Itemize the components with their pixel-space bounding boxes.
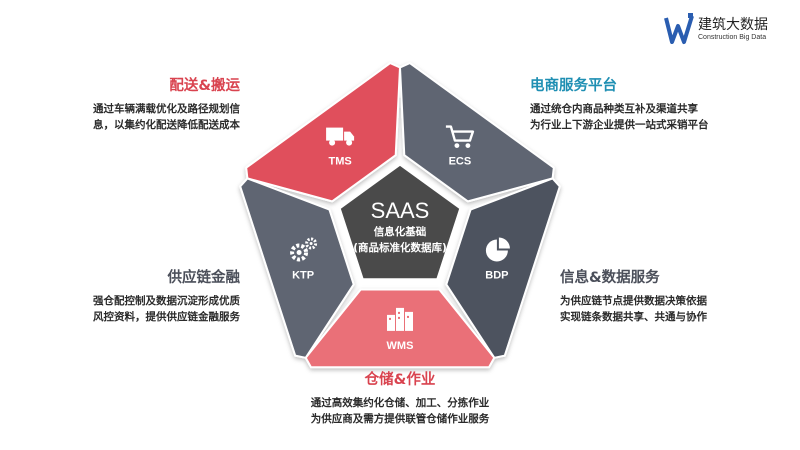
segment-ktp-shape [239,177,355,359]
block-storage: 仓储&作业 通过高效集约化仓储、加工、分拣作业 为供应商及需方提供联管仓储作业服… [250,368,550,427]
segment-ecs: ECS [399,62,555,203]
gears-icon [290,237,318,262]
brand-logo: 建筑大数据 Construction Big Data [664,12,768,50]
center-title: SAAS [371,198,430,223]
warehouse-icon [387,307,413,331]
segment-ktp-label: KTP [292,270,314,282]
data-service-line-1: 为供应链节点提供数据决策依据 [560,295,707,307]
segment-ecs-label: ECS [449,156,472,168]
truck-icon [326,127,355,146]
pie-chart-icon [485,237,510,262]
segment-bdp-label: BDP [485,270,508,282]
finance-title: 供应链金融 [167,270,241,286]
cart-icon [445,125,475,148]
storage-line-2: 为供应商及需方提供联管仓储作业服务 [310,413,490,425]
center-saas: SAAS 信息化基础 (商品标准化数据库) [337,162,463,282]
finance-line-1: 强仓配控制及数据沉淀形成优质 [93,295,240,307]
storage-line-1: 通过高效集约化仓储、加工、分拣作业 [310,397,490,409]
ecommerce-title: 电商服务平台 [530,78,617,94]
block-finance: 供应链金融 强仓配控制及数据沉淀形成优质 风控资料，提供供应链金融服务 [93,266,240,325]
block-data-service: 信息&数据服务 为供应链节点提供数据决策依据 实现链条数据共享、共通与协作 [560,266,707,325]
segment-tms-label: TMS [328,156,351,168]
center-pentagon [337,162,463,282]
delivery-line-2: 息，以集约化配送降低配送成本 [93,119,240,131]
brand-mark-icon [664,13,694,44]
finance-line-2: 风控资料，提供供应链金融服务 [93,311,240,323]
center-line2: (商品标准化数据库) [353,241,447,254]
delivery-line-1: 通过车辆满载优化及路径规划信 [93,103,240,115]
data-service-title: 信息&数据服务 [560,270,660,286]
segment-ktp: KTP [239,177,355,359]
ecommerce-line-1: 通过统仓内商品种类互补及渠道共享 [530,103,698,115]
segment-wms-label: WMS [387,340,414,352]
block-ecommerce: 电商服务平台 通过统仓内商品种类互补及渠道共享 为行业上下游企业提供一站式采销平… [530,74,709,133]
brand-subtitle: Construction Big Data [698,34,767,41]
delivery-title: 配送&搬运 [169,78,240,94]
center-line1: 信息化基础 [374,225,427,238]
ecommerce-line-2: 为行业上下游企业提供一站式采销平台 [530,119,709,131]
block-delivery: 配送&搬运 通过车辆满载优化及路径规划信 息，以集约化配送降低配送成本 [93,74,240,133]
brand-name: 建筑大数据 [698,17,768,33]
storage-title: 仓储&作业 [364,372,436,388]
data-service-line-2: 实现链条数据共享、共通与协作 [560,311,707,323]
